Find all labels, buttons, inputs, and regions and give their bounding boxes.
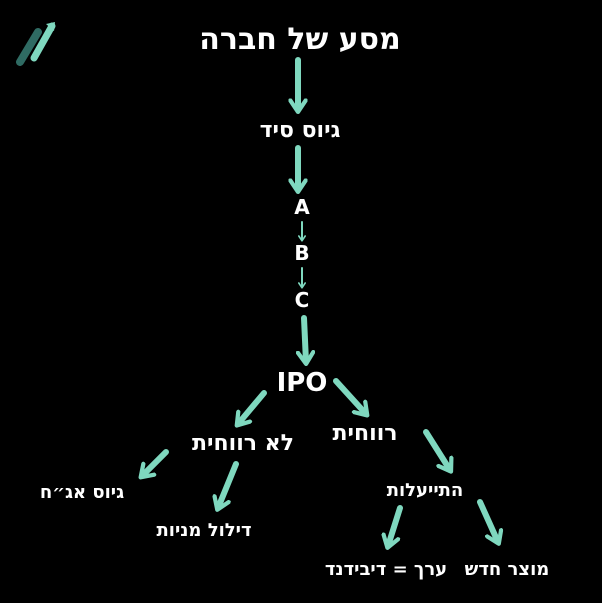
stage-dividend-value: ערך = דיבידנד — [324, 559, 448, 580]
arrow-efficiency-to-dividend-value — [388, 505, 403, 546]
stage-round-a: A — [294, 195, 310, 219]
stage-not-profitable: לא רווחית — [192, 431, 294, 456]
arrow-ipo-to-not-profitable — [238, 390, 267, 424]
stage-debt-raise: גיוס אג״ח — [39, 482, 125, 503]
stage-ipo: IPO — [276, 368, 328, 398]
arrow-round-c-to-ipo — [304, 315, 306, 362]
stage-profitable: רווחית — [332, 421, 398, 446]
stage-share-dilution: דילול מניות — [156, 520, 252, 541]
stage-new-product: מוצר חדש — [464, 559, 550, 580]
logo-light-stroke — [30, 22, 56, 62]
logo-arrow-head — [46, 22, 55, 31]
stage-round-c: C — [294, 288, 310, 312]
arrow-not-profitable-to-share-dilution — [218, 461, 239, 508]
logo-dark-stroke — [16, 28, 42, 66]
arrow-not-profitable-to-debt-raise — [142, 449, 169, 476]
stage-round-b: B — [294, 241, 310, 265]
stage-efficiency: התייעלות — [386, 480, 464, 501]
ascending-trend-arrow-icon — [14, 18, 62, 66]
stage-seed: גיוס סיד — [259, 118, 341, 143]
arrow-efficiency-to-new-product — [477, 499, 498, 542]
diagram-title: מסע של חברה — [199, 22, 401, 57]
arrow-profitable-to-efficiency — [423, 429, 450, 470]
arrow-ipo-to-profitable — [333, 378, 366, 414]
